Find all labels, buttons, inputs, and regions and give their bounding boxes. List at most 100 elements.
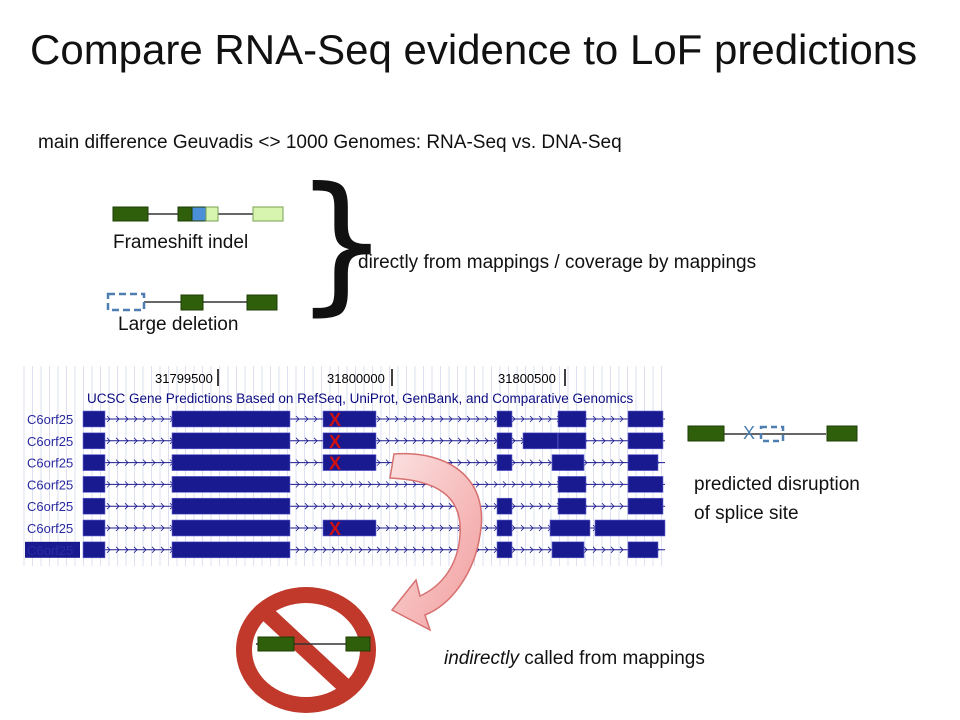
strand-arrow	[601, 437, 606, 445]
strand-arrow	[610, 481, 615, 488]
exon-block	[557, 410, 587, 428]
exon-block	[496, 410, 513, 428]
strand-arrow	[313, 524, 318, 532]
strand-arrow	[412, 481, 417, 488]
strand-arrow	[520, 524, 525, 532]
strand-arrow	[529, 415, 534, 423]
exon-block	[496, 519, 513, 537]
strand-arrow	[439, 546, 444, 554]
strand-arrow	[313, 437, 318, 445]
strand-arrow	[484, 524, 489, 532]
exon-block	[82, 410, 106, 428]
strand-arrow	[403, 437, 408, 445]
strand-arrow	[466, 415, 471, 423]
strand-arrow	[358, 546, 363, 554]
strand-arrow	[520, 481, 525, 488]
exon-block	[82, 519, 106, 537]
exon-block	[171, 519, 291, 537]
strand-arrow	[376, 437, 381, 445]
curved-arrow	[389, 452, 483, 632]
gene-label: C6orf25	[27, 521, 73, 536]
strand-arrow	[133, 481, 138, 488]
strand-arrow	[358, 481, 363, 488]
strand-arrow	[133, 459, 138, 466]
strand-arrow	[403, 502, 408, 510]
strand-arrow	[439, 415, 444, 423]
splice-label-line1: predicted disruption	[694, 474, 860, 495]
strand-arrow	[547, 415, 552, 423]
strand-arrow	[583, 546, 588, 554]
strand-arrow	[520, 415, 525, 423]
exon-block	[549, 519, 591, 537]
strand-arrow	[448, 437, 453, 445]
prohibition-icon	[236, 587, 376, 713]
strand-arrow	[520, 459, 525, 466]
splice-disruption-x: X	[329, 454, 341, 474]
right-brace: }	[294, 156, 390, 330]
strand-arrow	[124, 502, 129, 510]
strand-arrow	[529, 524, 534, 532]
splice-site-gene-model: X	[687, 423, 858, 443]
strand-arrow	[583, 459, 588, 466]
strand-arrow	[349, 481, 354, 488]
strand-arrow	[376, 546, 381, 554]
strand-arrow	[421, 437, 426, 445]
exon-block	[171, 476, 291, 493]
strand-arrow	[304, 502, 309, 510]
strand-arrow	[295, 437, 300, 445]
strand-arrow	[304, 437, 309, 445]
gene-label: C6orf25	[27, 456, 73, 471]
strand-arrow	[295, 524, 300, 532]
strand-arrow	[295, 459, 300, 466]
exon-block	[627, 476, 664, 493]
strand-arrow	[538, 459, 543, 466]
strand-arrow	[421, 415, 426, 423]
strand-arrow	[529, 481, 534, 488]
strand-arrow	[385, 459, 390, 466]
strand-arrow	[439, 524, 444, 532]
splice-disruption-x: X	[329, 519, 341, 539]
track-title: UCSC Gene Predictions Based on RefSeq, U…	[87, 391, 634, 406]
exon-block	[557, 432, 587, 450]
strand-arrow	[142, 502, 147, 510]
strand-arrow	[421, 546, 426, 554]
exon-block	[496, 541, 513, 559]
strand-arrow	[385, 524, 390, 532]
strand-arrow	[367, 502, 372, 510]
exon-block	[594, 519, 666, 537]
strand-arrow	[448, 524, 453, 532]
strand-arrow	[601, 459, 606, 466]
strand-arrow	[511, 459, 516, 466]
strand-arrow	[124, 415, 129, 423]
strand-arrow	[385, 415, 390, 423]
exon-block	[557, 476, 587, 493]
strand-arrow	[358, 502, 363, 510]
strand-arrow	[115, 481, 120, 488]
strand-arrow	[484, 546, 489, 554]
strand-arrow	[160, 437, 165, 445]
exon-block	[322, 410, 377, 428]
strand-arrow	[457, 437, 462, 445]
exon-block	[557, 497, 587, 515]
strand-arrow	[493, 481, 498, 488]
strand-arrow	[313, 481, 318, 488]
strand-arrow	[619, 481, 624, 488]
strand-arrow	[538, 415, 543, 423]
subtitle: main difference Geuvadis <> 1000 Genomes…	[38, 132, 622, 153]
strand-arrow	[106, 459, 111, 466]
strand-arrow	[520, 546, 525, 554]
exon-block	[496, 497, 513, 515]
strand-arrow	[124, 437, 129, 445]
strand-arrow	[304, 459, 309, 466]
strand-arrow	[313, 415, 318, 423]
strand-arrow	[295, 415, 300, 423]
strand-arrow	[151, 415, 156, 423]
exon-block	[82, 454, 106, 471]
exon-block	[551, 541, 585, 559]
strand-arrow	[403, 546, 408, 554]
strand-arrow	[295, 502, 300, 510]
gene-track-row: C6orf25	[25, 541, 665, 559]
strand-arrow	[592, 437, 597, 445]
